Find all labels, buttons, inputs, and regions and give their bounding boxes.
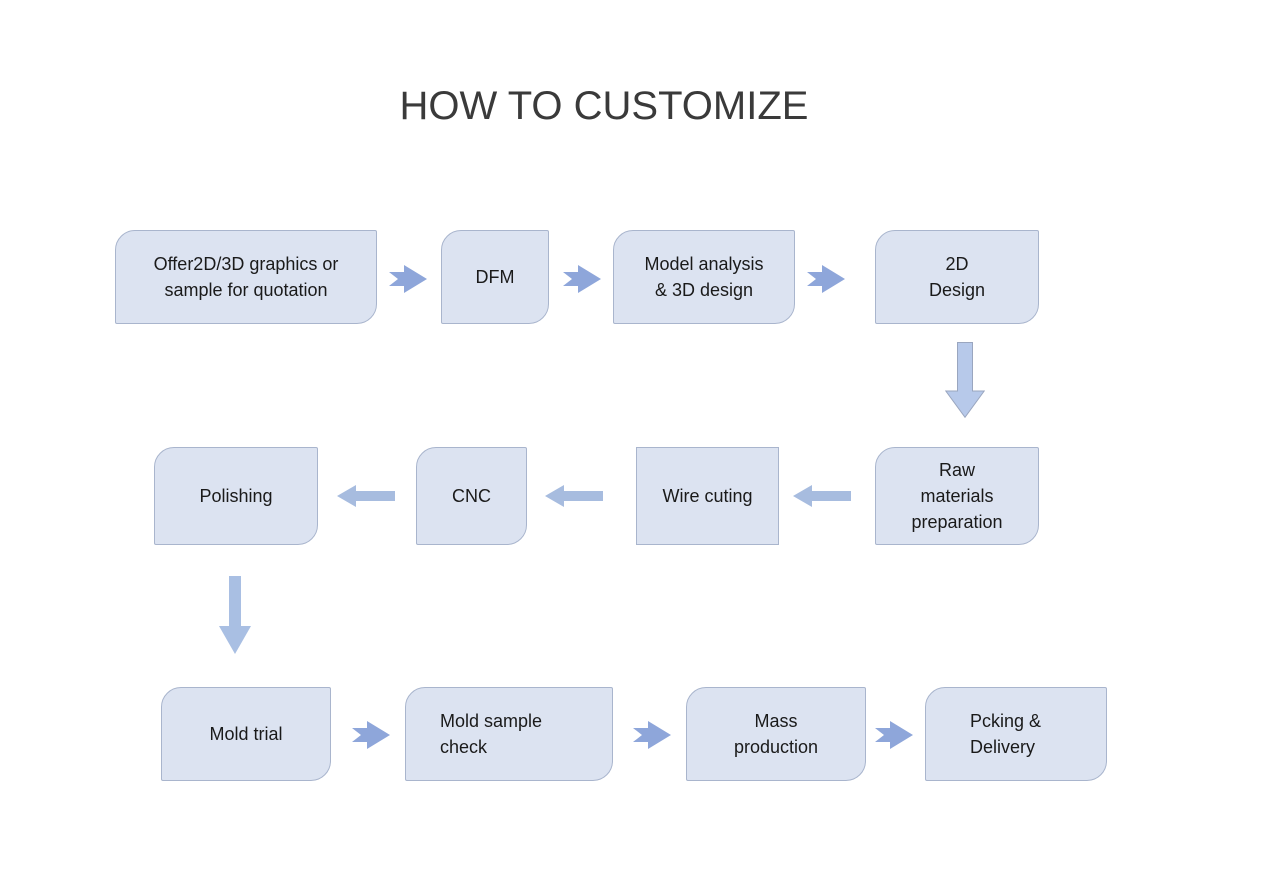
arrow-down-icon [945, 342, 985, 418]
flow-step-wire-cutting: Wire cuting [636, 447, 779, 545]
arrow-left-icon [793, 485, 851, 507]
arrow-right-icon [633, 721, 671, 749]
flow-step-2d-design: 2D Design [875, 230, 1039, 324]
flow-step-mold-trial: Mold trial [161, 687, 331, 781]
flow-step-offer-graphics: Offer2D/3D graphics or sample for quotat… [115, 230, 377, 324]
arrow-right-icon [807, 265, 845, 293]
arrow-left-icon [337, 485, 395, 507]
arrow-down-icon [219, 576, 251, 654]
flow-step-model-analysis: Model analysis & 3D design [613, 230, 795, 324]
arrow-right-icon [389, 265, 427, 293]
arrow-left-icon [545, 485, 603, 507]
flow-step-cnc: CNC [416, 447, 527, 545]
flow-step-packing-delivery: Pcking & Delivery [925, 687, 1107, 781]
arrow-right-icon [352, 721, 390, 749]
arrow-right-icon [875, 721, 913, 749]
page-title: HOW TO CUSTOMIZE [399, 84, 809, 128]
flow-step-raw-materials: Raw materials preparation [875, 447, 1039, 545]
flow-step-dfm: DFM [441, 230, 549, 324]
flow-step-mold-sample-check: Mold sample check [405, 687, 613, 781]
flow-step-polishing: Polishing [154, 447, 318, 545]
flow-step-mass-production: Mass production [686, 687, 866, 781]
arrow-right-icon [563, 265, 601, 293]
